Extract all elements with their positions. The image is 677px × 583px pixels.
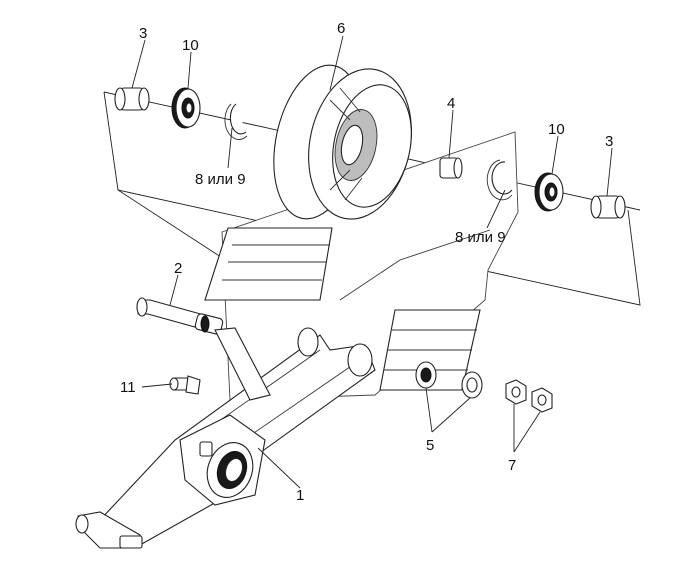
lever-arm-1 bbox=[75, 327, 376, 549]
callout-10-left: 10 bbox=[182, 37, 199, 54]
nuts-7 bbox=[505, 379, 553, 413]
callout-leaders bbox=[131, 35, 613, 489]
callout-3-left: 3 bbox=[139, 25, 147, 42]
callout-1: 1 bbox=[296, 487, 304, 504]
pulley-6 bbox=[273, 64, 412, 220]
callout-11: 11 bbox=[120, 379, 136, 396]
callout-3-right: 3 bbox=[605, 133, 613, 150]
callout-2: 2 bbox=[174, 260, 182, 277]
bushing-3-left bbox=[114, 87, 150, 111]
bearing-10-left bbox=[171, 87, 201, 129]
callout-labels: 3 10 6 8 или 9 4 10 3 8 или 9 2 11 1 5 7 bbox=[120, 20, 613, 504]
callout-7: 7 bbox=[508, 457, 516, 474]
spacer-4 bbox=[439, 157, 463, 179]
callout-10-right: 10 bbox=[548, 121, 565, 138]
grease-fitting-11 bbox=[169, 375, 201, 395]
washers-5 bbox=[415, 361, 483, 399]
pin-2 bbox=[136, 297, 224, 335]
callout-8-or-9-left: 8 или 9 bbox=[195, 171, 246, 188]
bearing-10-right bbox=[534, 172, 564, 212]
callout-6: 6 bbox=[337, 20, 345, 37]
callout-8-or-9-right: 8 или 9 bbox=[455, 229, 506, 246]
snap-ring-left bbox=[224, 103, 248, 140]
bushing-3-right bbox=[590, 195, 626, 219]
callout-5: 5 bbox=[426, 437, 434, 454]
callout-4: 4 bbox=[447, 95, 455, 112]
snap-ring-right bbox=[486, 159, 513, 201]
